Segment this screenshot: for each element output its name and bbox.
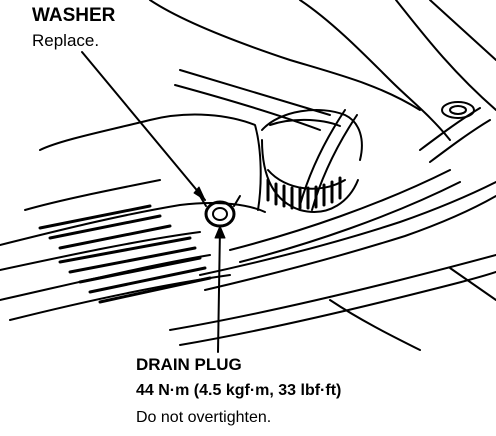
drain-plug-leader-line [217, 227, 221, 353]
drain-plug-label: DRAIN PLUG [136, 355, 242, 374]
washer-note: Replace. [32, 31, 100, 50]
drain-plug-torque: 44 N·m (4.5 kgf·m, 33 lbf·ft) [136, 382, 342, 399]
car-body-outline [149, 0, 496, 141]
washer-arrowhead [193, 186, 206, 201]
drain-plug [199, 195, 241, 228]
washer-leader-line [81, 51, 206, 201]
oil-pan [0, 113, 266, 321]
oil-filter-housing [261, 109, 363, 213]
washer-label: WASHER [32, 5, 116, 26]
drain-plug-arrowhead [214, 225, 226, 239]
drain-plug-note: Do not overtighten. [136, 409, 272, 426]
hose-clamp [441, 101, 475, 119]
exhaust-pipe [199, 107, 496, 291]
lower-frame [169, 254, 496, 351]
